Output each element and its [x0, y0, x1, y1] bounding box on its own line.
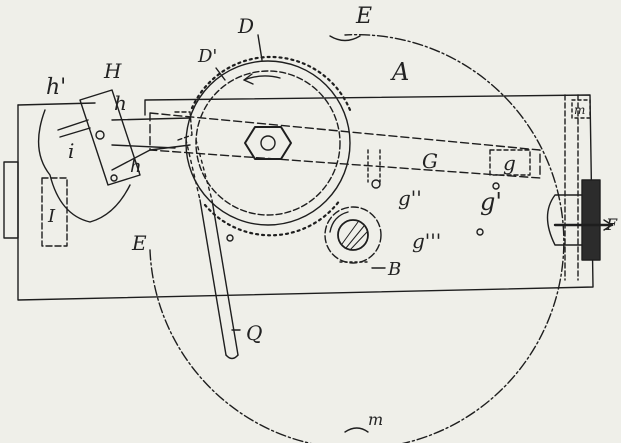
small-hole [226, 234, 234, 242]
lever-q-upper [185, 139, 213, 201]
hub-b-outer [324, 206, 382, 264]
gear-wheel [185, 60, 351, 226]
large-disc [149, 33, 565, 443]
pawl-h-arm [111, 117, 191, 149]
pawl-pivot [95, 130, 105, 140]
hex-nut-bore [260, 135, 276, 151]
label-h-prime: h' [46, 75, 66, 100]
label-b: B [387, 259, 401, 280]
label-h-upper: H [103, 59, 122, 83]
label-g-prime: g' [480, 188, 502, 216]
base-plate [17, 94, 594, 301]
bar-g-post [367, 149, 381, 183]
lever-q [199, 199, 239, 356]
label-m-bottom: m [368, 410, 383, 429]
label-i-element: I [47, 206, 56, 227]
bar-g-slot [489, 149, 531, 176]
leader-dprime [215, 67, 226, 81]
label-g-triple: g''' [412, 229, 441, 253]
bearing-f-hatch [581, 179, 601, 261]
bracket-m [571, 99, 591, 119]
label-e-left: E [131, 231, 147, 255]
pawl-body-curve [37, 109, 131, 223]
label-d: D [237, 14, 254, 38]
bar-g [149, 112, 541, 179]
hub-b-arrow [329, 211, 349, 233]
hub-b [337, 219, 369, 251]
label-g-small: g [503, 151, 516, 175]
pawl-link [111, 144, 191, 171]
label-e-top: E [355, 4, 372, 29]
bearing-f [564, 94, 579, 281]
pawl-spring [57, 119, 91, 138]
hub-b-hatch [341, 221, 368, 251]
pawl-h [79, 89, 141, 186]
gear-teeth-lower [203, 198, 342, 237]
label-i: i [68, 139, 74, 163]
disc-notch-top [329, 35, 361, 42]
label-m: m [574, 103, 585, 117]
rotation-arrow [243, 75, 281, 81]
label-h: h [114, 91, 127, 115]
pin-g-triple [476, 228, 484, 236]
gear-wheel-inner [195, 70, 341, 216]
label-q: Q [246, 321, 262, 345]
rotation-arrow-head [243, 73, 254, 85]
label-g-double: g'' [398, 186, 422, 210]
label-g: G [422, 149, 438, 173]
label-d-prime: D' [197, 46, 217, 67]
lever-q-end [225, 354, 239, 360]
element-i [41, 177, 68, 247]
bearing-f-arrow [603, 219, 613, 231]
pin-g-prime [492, 182, 500, 190]
disc-notch-bottom [344, 427, 369, 433]
left-tab [3, 161, 19, 239]
base-plate-left-edge [17, 102, 96, 106]
pawl-link-pin [110, 174, 118, 182]
pawl-dashed [174, 111, 193, 141]
hex-nut [244, 126, 292, 160]
label-f: F [605, 215, 618, 234]
label-a: A [390, 58, 409, 86]
label-h-lower: h [130, 156, 142, 177]
pin-g-double [371, 179, 381, 189]
leader-d [257, 34, 263, 61]
